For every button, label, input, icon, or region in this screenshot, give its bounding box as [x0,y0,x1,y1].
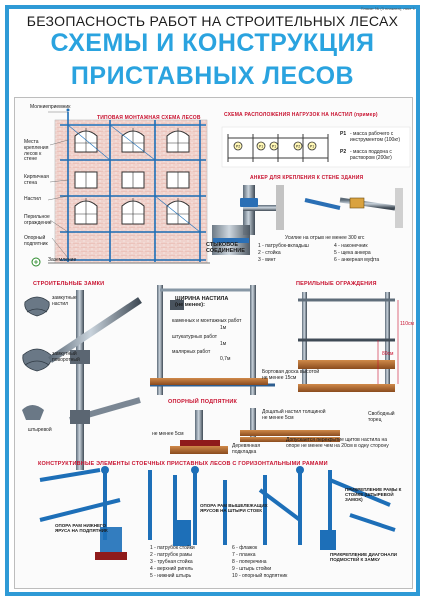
support-min: не менее 5см [152,431,184,437]
rail-board: Бортовая доска высотой не менее 15см [262,369,320,381]
anchor-l5: 5 - щека анкера [334,250,371,256]
structural-diagram [39,466,396,560]
loads-p1: Р1 [340,131,347,137]
label-ground: Заземление [48,257,77,263]
struct-attach: ПРИКРЕПЛЕНИЕ РАМЫ К СТОЙКЕ (ШТЫРЕВОЙ ЗАМ… [345,487,402,502]
struct-legend-a-5: 5 - нижний штырь [150,573,192,579]
struct-legend-a-1: 1 - патрубок стойки [150,545,195,551]
deck-paint-value: 0,7м [220,356,231,362]
lock-pin-label: штыревой [28,427,52,433]
poster-subtitle: БЕЗОПАСНОСТЬ РАБОТ НА СТРОИТЕЛЬНЫХ ЛЕСАХ [26,13,399,29]
locks-title: СТРОИТЕЛЬНЫЕ ЗАМКИ [33,281,105,287]
svg-text:Р2: Р2 [296,145,300,149]
loads-p1-text: - масса рабочего с инструментом (100кг) [350,131,401,143]
anchor-l2: 2 - стойка [258,250,281,256]
poster-title-line1: СХЕМЫ И КОНСТРУКЦИЯ [50,29,375,57]
struct-diag: ПРИКРЕПЛЕНИЕ ДИАГОНАЛИ ПОДМОСТЕЙ К ЗАМКУ [330,552,397,562]
svg-text:Р1: Р1 [272,145,276,149]
deck-width-title: ШИРИНА НАСТИЛА (не менее): [175,296,229,308]
svg-text:Р2: Р2 [236,145,240,149]
deck-paint: малярных работ [172,349,211,355]
loads-scheme-title: СХЕМА РАСПОЛОЖЕНИЯ НАГРУЗОК НА НАСТИЛ (п… [224,112,378,118]
struct-legend-b-3: 8 - поперечина [232,559,267,565]
label-wall: Кирпичная стена [24,174,49,186]
struct-legend-a-3: 3 - трубная стойка [150,559,193,565]
anchor-l6: 6 - анкерная муфта [334,257,380,263]
label-lightning: Молниеприемник [30,104,71,110]
anchor-joint: СТЫКОВОЕ СОЕДИНЕНИЕ [206,242,245,254]
typical-scheme-title: ТИПОВАЯ МОНТАЖНАЯ СХЕМА ЛЕСОВ [97,115,201,121]
struct-legend-b-1: 6 - флажок [232,545,258,551]
label-rail: Перильное ограждение [24,214,52,226]
deck-diagram [148,285,275,395]
lock-fixed-label: замкутные настил [52,295,77,307]
deck-mason-value: 1м [220,325,227,331]
deck-plaster: штукатурных работ [172,334,218,340]
wall-anchor-title: АНКЕР ДЛЯ КРЕПЛЕНИЯ К СТЕНЕ ЗДАНИЯ [250,175,364,181]
loads-p2: Р2 [340,149,347,155]
rail-h2: 80см [382,351,394,357]
rail-gap: Дощатый настил толщиной не менее 5см [262,409,326,421]
svg-text:Р1: Р1 [259,145,263,149]
railings-title: ПЕРИЛЬНЫЕ ОГРАЖДЕНИЯ [296,281,377,287]
label-deck: Настил [24,196,41,202]
rail-h1: 110см [400,321,414,327]
deck-plaster-value: 1м [220,341,227,347]
anchor-l3: 3 - винт [258,257,276,263]
loads-p2-text: - масса поддона с раствором (200кг) [350,149,392,161]
svg-text:Р1: Р1 [310,145,314,149]
struct-legend-a-2: 2 - патрубок рамы [150,552,192,558]
railings-diagram [298,292,399,392]
struct-legend-a-4: 4 - верхний ригель [150,566,193,572]
support-title: ОПОРНЫЙ ПОДПЯТНИК [168,399,238,405]
anchor-l1: 1 - патрубок-вкладыш [258,243,309,249]
struct-support-upper: ОПОРА РАМ ВЫШЕЛЕЖАЩИХ ЯРУСОВ НА ШТЫРИ СТ… [200,503,268,513]
poster-ref: Плакат № (3 плаката), лист 1 [360,6,415,11]
struct-legend-b-2: 7 - планка [232,552,256,558]
label-places: Места крепления лесов к стене [24,139,49,163]
struct-support-lower: ОПОРА РАМ НИЖНЕГО ЯРУСА НА ПОДПЯТНИК [55,523,108,533]
label-support: Опорный подпятник [24,235,48,247]
locks-diagram [22,290,142,470]
poster-title-line2: ПРИСТАВНЫХ ЛЕСОВ [70,62,355,90]
typical-scheme-diagram [31,108,210,267]
support-pad: Деревянная подкладка [232,443,261,455]
anchor-bond: Усилие на отрыв не менее 300 кгс [285,235,365,241]
struct-legend-b-4: 9 - штырь стойки [232,566,272,572]
struct-legend-b-5: 10 - опорный подпятник [232,573,288,579]
poster-frame [5,5,420,596]
anchor-diagram [212,185,403,255]
structural-title: КОНСТРУКТИВНЫЕ ЭЛЕМЕНТЫ СТОЕЧНЫХ ПРИСТАВ… [38,461,328,467]
deck-mason: каменных и монтажных работ [172,318,242,324]
lock-swivel-label: замкутный поворотный [52,351,80,363]
anchor-l4: 4 - наконечник [334,243,368,249]
support-overlap: Допускается перекрытие щитов настила на … [286,437,389,449]
rail-end: Свободный торец [368,411,395,423]
support-diagram [170,408,340,454]
